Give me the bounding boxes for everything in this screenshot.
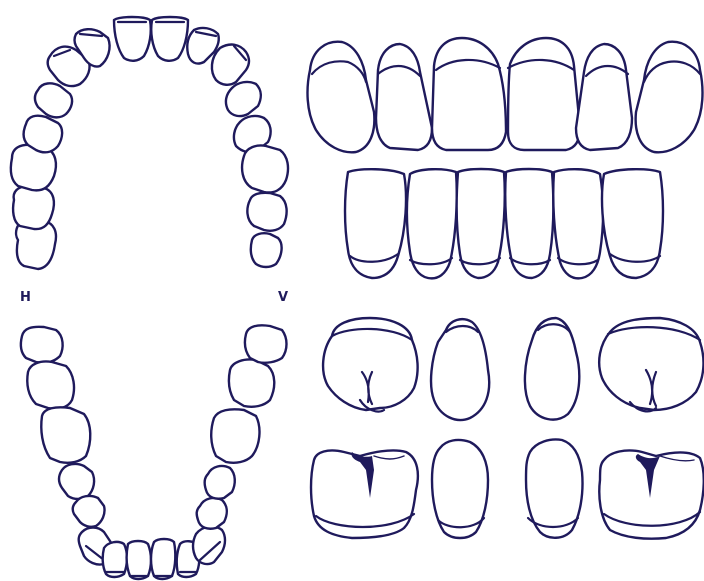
upper-lateral-labial-right [576,44,632,150]
lower-molar-2-right [229,359,274,406]
upper-premolar-2-left [24,116,63,153]
label-right-side: V [278,290,288,305]
lower-central-incisor-left-1 [127,541,151,579]
upper-posterior-view [323,318,703,420]
lower-molar-1-right [211,409,259,462]
lower-molar-3-right [245,325,287,363]
upper-molar-3-right [251,233,282,267]
upper-premolar-1-left [35,83,72,117]
upper-premolar-buccal-right [525,318,579,420]
upper-canine-labial-left [308,42,375,153]
upper-premolar-1-right [226,82,261,116]
upper-molar-2-right [247,193,286,231]
lower-premolar-2-left [59,464,94,499]
upper-arch [11,17,288,269]
upper-central-labial-right [508,38,580,150]
lower-arch [21,325,287,579]
upper-molar-buccal-left [323,318,418,410]
upper-lateral-labial-left [376,44,432,150]
upper-central-labial-left [432,38,506,150]
upper-anterior-labial-view [308,38,703,152]
lower-molar-2-left [27,361,74,408]
lower-premolar-1-left [73,496,105,527]
upper-canine-labial-right [636,42,703,153]
lower-molar-3-left [21,327,63,363]
label-left-side: H [20,290,31,305]
upper-central-incisor-right [151,17,188,61]
lower-anterior-labial-view [345,169,663,278]
upper-central-incisor-left [114,17,151,61]
lower-canine-right [193,527,225,565]
lower-posterior-view [311,440,704,539]
lower-premolar-1-right [197,498,227,529]
upper-canine-right [212,45,249,85]
lower-central-incisor-right-1 [151,539,175,579]
upper-premolar-buccal-left [431,319,489,420]
upper-molar-2-left [13,186,54,229]
upper-molar-1-right [242,145,288,192]
lower-premolar-2-right [205,466,235,499]
lower-molar-1-left [41,407,90,462]
